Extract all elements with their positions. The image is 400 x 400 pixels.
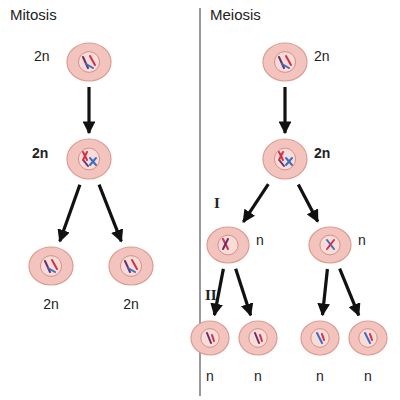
cell-body: [300, 320, 340, 356]
cell: 2n: [262, 42, 308, 82]
division-arrow: [298, 184, 317, 221]
division-arrow: [87, 87, 90, 133]
cell: n: [190, 320, 230, 356]
ploidy-label: n: [254, 368, 262, 384]
ploidy-label: n: [256, 232, 264, 248]
ploidy-label: n: [316, 368, 324, 384]
cell: n: [348, 320, 388, 356]
section-title: Mitosis: [10, 6, 57, 23]
ploidy-label: 2n: [43, 296, 59, 312]
cell: n: [308, 226, 352, 264]
division-arrow: [60, 185, 80, 242]
division-arrow: [283, 87, 286, 133]
ploidy-label: 2n: [314, 145, 330, 161]
cell: 2n: [108, 246, 154, 286]
division-arrow: [236, 269, 251, 315]
cell: 2n: [66, 42, 112, 82]
ploidy-label: 2n: [314, 48, 330, 64]
cell-body: [262, 42, 308, 82]
cell-body: [108, 246, 154, 286]
section-title: Meiosis: [210, 6, 261, 23]
division-arrow: [340, 269, 359, 316]
cell-body: [262, 138, 308, 180]
division-arrow: [243, 184, 268, 222]
cell: 2n: [28, 246, 74, 286]
cell-body: [66, 42, 112, 82]
cell-body: [190, 320, 230, 356]
cell-body: [28, 246, 74, 286]
cell-body: [308, 226, 352, 264]
ploidy-label: 2n: [32, 145, 48, 161]
cell-body: [66, 138, 112, 180]
cell: 2n: [66, 138, 112, 180]
division-arrow: [322, 269, 327, 315]
division-arrow: [99, 185, 121, 242]
cell: n: [300, 320, 340, 356]
cell: n: [206, 226, 250, 264]
cell-body: [348, 320, 388, 356]
ploidy-label: 2n: [123, 296, 139, 312]
cell: n: [238, 320, 278, 356]
cell-body: [238, 320, 278, 356]
cell: 2n: [262, 138, 308, 180]
ploidy-label: n: [206, 368, 214, 384]
ploidy-label: n: [358, 232, 366, 248]
division-number: I: [214, 195, 220, 212]
division-number: II: [205, 287, 217, 304]
cell-body: [206, 226, 250, 264]
ploidy-label: n: [364, 368, 372, 384]
ploidy-label: 2n: [34, 48, 50, 64]
